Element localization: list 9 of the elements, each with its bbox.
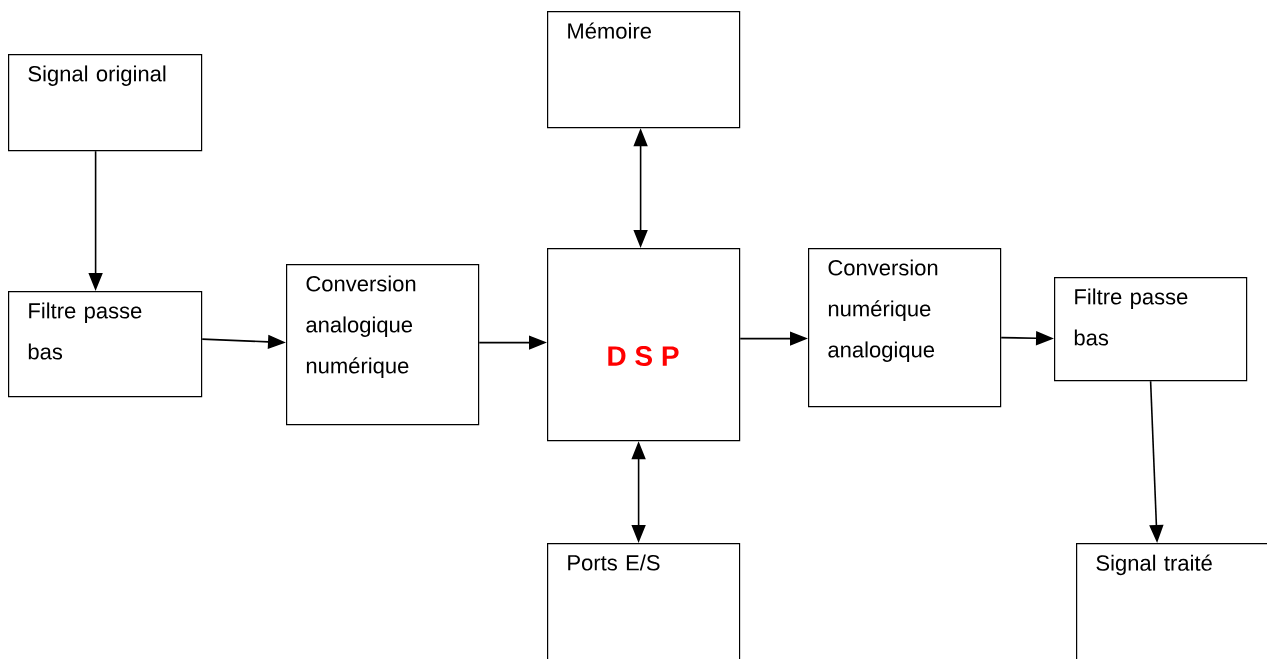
block-box: Filtre passe bas [1054, 277, 1248, 382]
block-box: Mémoire [547, 11, 741, 129]
block-box: Signal traité [1076, 543, 1267, 659]
block-box: Conversion numérique analogique [808, 248, 1002, 408]
block-box: D S P [547, 248, 741, 442]
block-box: Filtre passe bas [8, 291, 203, 398]
block-box: Ports E/S [547, 543, 741, 659]
block-box: Conversion analogique numérique [286, 264, 480, 426]
block-box: Signal original [8, 54, 203, 152]
